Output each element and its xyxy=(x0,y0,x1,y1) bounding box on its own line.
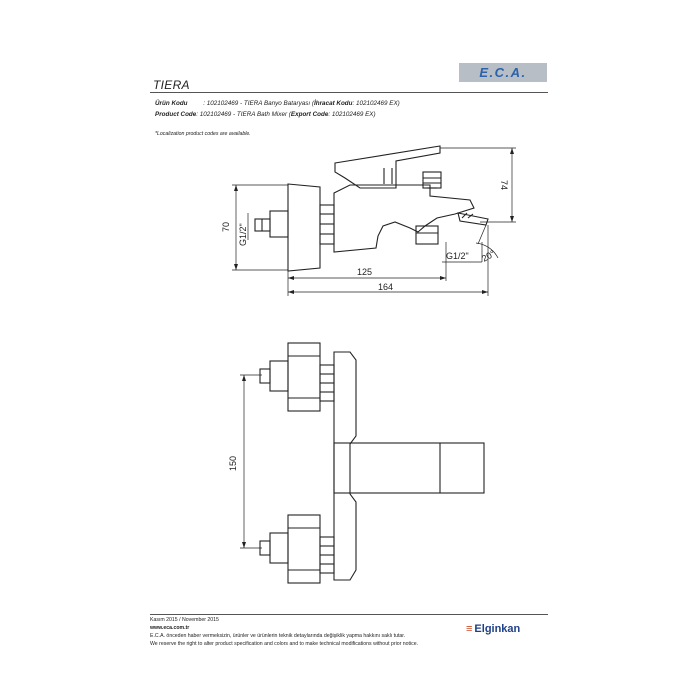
thread-left: G1/2" xyxy=(238,223,248,246)
export-label-en: Export Code xyxy=(290,111,329,118)
dim-125: 125 xyxy=(357,267,372,277)
angle-20: 20° xyxy=(480,248,497,264)
side-view xyxy=(254,145,489,272)
info-value-tr: : 102102469 - TIERA Banyo Bataryası ( xyxy=(203,100,315,107)
export-value-tr: : 102102469 EX) xyxy=(352,100,400,107)
thread-outlet: G1/2" xyxy=(446,251,469,261)
eca-logo: E.C.A. xyxy=(479,65,527,80)
product-code-tr: Ürün Kodu : 102102469 - TIERA Banyo Bata… xyxy=(155,100,400,108)
top-view xyxy=(259,342,485,584)
eca-logo-background xyxy=(459,63,547,82)
elginkan-mark-icon: ≡ xyxy=(466,623,473,635)
header-divider xyxy=(150,92,548,93)
dim-74: 74 xyxy=(499,180,509,190)
footer-disclaimer-tr: E.C.A. önceden haber vermeksizin, ürünle… xyxy=(150,633,406,639)
footer-disclaimer-en: We reserve the right to alter product sp… xyxy=(150,641,419,647)
export-label-tr: İhracat Kodu xyxy=(314,100,353,107)
product-code-en: Product Code: 102102469 - TIERA Bath Mix… xyxy=(155,111,376,119)
footer-divider xyxy=(150,614,548,615)
footer-date: Kasım 2015 / November 2015 xyxy=(150,617,219,623)
info-label-tr: Ürün Kodu xyxy=(155,100,188,107)
info-value-en: : 102102469 - TIERA Bath Mixer ( xyxy=(196,111,291,118)
footer-website[interactable]: www.eca.com.tr xyxy=(150,625,190,631)
info-label-en: Product Code xyxy=(155,111,197,118)
dim-164: 164 xyxy=(378,282,393,292)
product-title: TIERA xyxy=(153,78,190,92)
brand-name: Elginkan xyxy=(474,623,521,635)
elginkan-logo: ≡Elginkan xyxy=(466,623,520,635)
localization-note: *Localization product codes are availabl… xyxy=(155,131,251,137)
export-value-en: : 102102469 EX) xyxy=(328,111,376,118)
dim-150: 150 xyxy=(228,456,238,471)
dim-70: 70 xyxy=(221,222,231,232)
